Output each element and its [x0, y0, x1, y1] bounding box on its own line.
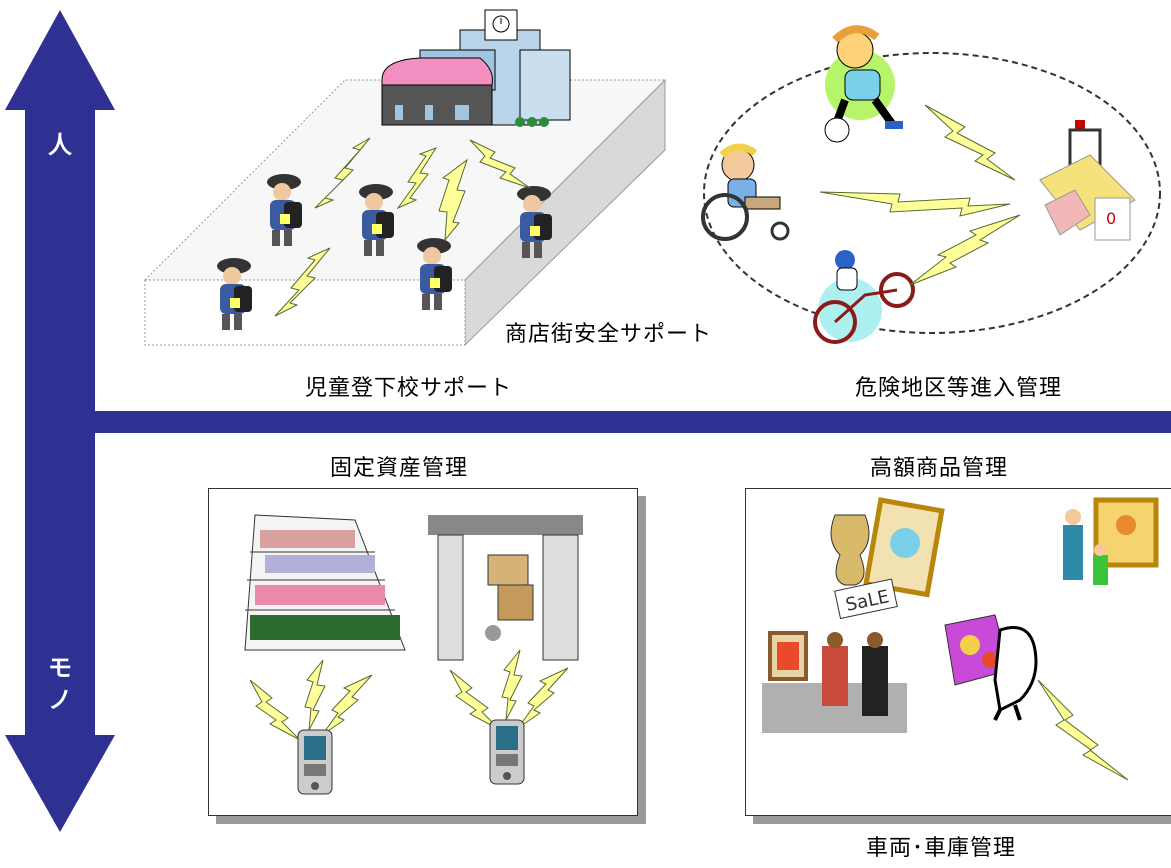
bookshelf-icon	[244, 514, 406, 651]
student-icon	[417, 238, 452, 310]
danger-title: 危険地区等進入管理	[855, 376, 1063, 401]
lightning-icon	[396, 147, 438, 210]
lightning-icon	[314, 137, 371, 209]
axis-label-thing-2: ノ	[48, 686, 72, 714]
warehouse-icon	[428, 515, 583, 661]
art-gallery-icon	[762, 631, 907, 733]
lightning-icon	[469, 139, 531, 189]
lightning-icon	[909, 214, 1021, 286]
shoppers-icon	[1063, 497, 1159, 585]
student-icon	[517, 186, 552, 258]
svg-text:0: 0	[1106, 209, 1116, 228]
handheld-reader-icon	[489, 719, 525, 785]
bicycle-child-icon	[813, 250, 915, 344]
sale-antique-icon: SaLE	[830, 497, 945, 620]
assets-title: 固定資産管理	[330, 456, 469, 481]
lightning-icon	[249, 679, 301, 741]
axis-label-person: 人	[48, 131, 72, 159]
child-soccer-icon	[824, 25, 903, 143]
student-icon	[359, 184, 394, 256]
axis-label-thing-1: モ	[48, 654, 72, 682]
art-carrier-icon	[944, 614, 1038, 721]
lightning-icon	[819, 191, 1011, 217]
hazard-sign-icon: 0	[1039, 120, 1136, 241]
danger-zone-ellipse	[703, 52, 1161, 334]
lightning-icon	[924, 104, 1016, 181]
lightning-icon	[321, 674, 373, 736]
luxury-title: 高額商品管理	[870, 456, 1009, 481]
student-icon	[267, 174, 302, 246]
handheld-reader-icon	[297, 729, 333, 795]
school-building-icon	[381, 9, 571, 127]
vehicle-title: 車両･車庫管理	[866, 836, 1017, 861]
lightning-icon	[274, 247, 331, 317]
school-title: 児童登下校サポート	[305, 376, 513, 401]
lightning-icon	[1037, 679, 1129, 781]
school-sub-label: 商店街安全サポート	[505, 322, 713, 347]
student-icon	[217, 258, 252, 330]
vertical-axis-arrow	[5, 10, 115, 832]
horizontal-divider	[66, 411, 1171, 433]
wheelchair-child-icon	[701, 143, 790, 241]
lightning-icon	[438, 158, 468, 242]
